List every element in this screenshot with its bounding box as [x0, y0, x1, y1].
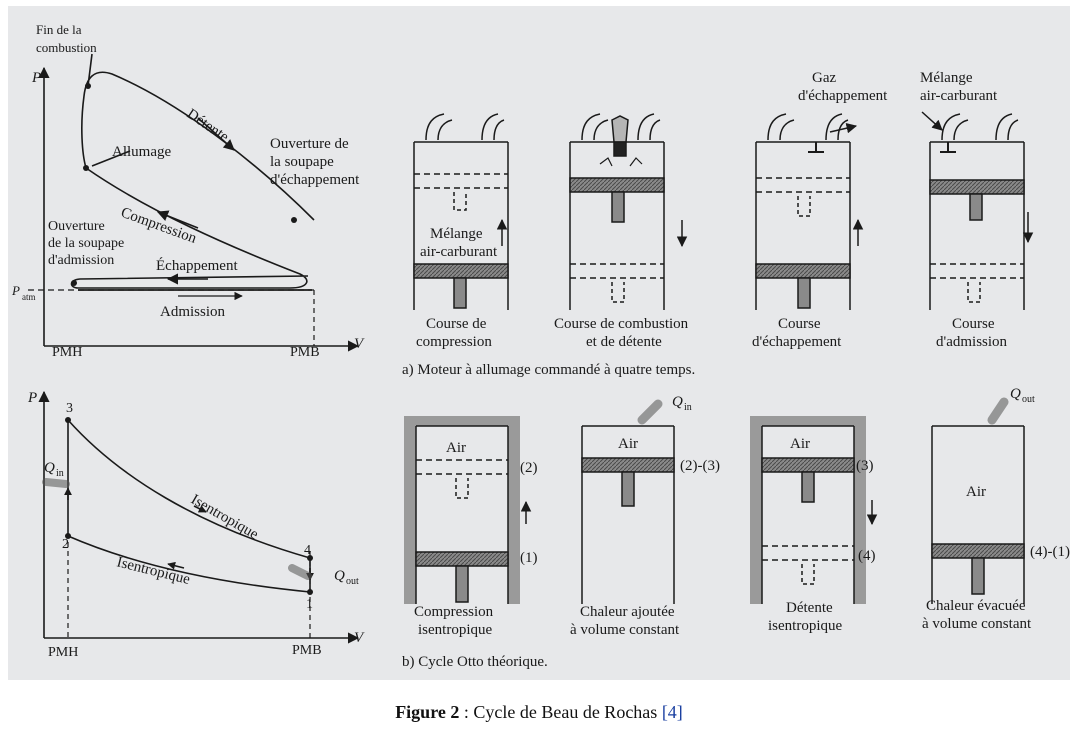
part-b-title: b) Cycle Otto théorique. [402, 654, 548, 670]
state-2: (2) [520, 460, 538, 476]
figure-svg: P V P atm PMH PMB Fin de la combustion D… [11, 22, 1070, 670]
svg-text:de la soupape: de la soupape [48, 236, 124, 251]
admission-label: Admission [160, 304, 226, 320]
svg-text:V: V [354, 630, 365, 646]
stroke-echappement-label: Course [778, 316, 821, 332]
qout-label: Q [334, 568, 345, 584]
melange-top-label: Mélange [920, 70, 973, 86]
air-label-1: Air [446, 440, 466, 456]
pmb-label: PMB [290, 345, 320, 360]
label-chaleur-evacuee: Chaleur évacuée [926, 598, 1026, 614]
svg-text:isentropique: isentropique [418, 622, 492, 638]
patm-sub: atm [22, 292, 36, 302]
label-chaleur-ajoutee: Chaleur ajoutée [580, 604, 675, 620]
svg-text:d'échappement: d'échappement [752, 334, 842, 350]
qout-b-arrow [987, 397, 1009, 425]
cylinder-compression [413, 113, 509, 310]
isentropic-compression [67, 535, 311, 593]
state-3: (3) [856, 458, 874, 474]
pv-top-labels: P V P atm PMH PMB Fin de la combustion D… [11, 22, 365, 360]
pv-bottom-points [65, 417, 313, 595]
svg-text:à volume constant: à volume constant [570, 622, 680, 638]
v-axis-label: V [354, 336, 365, 352]
qout-heat-arrow [288, 564, 312, 580]
otto-b-labels: Air Air Air Air (2) (1) (2)-(3) (3) (4) … [402, 386, 1070, 670]
svg-text:PMB: PMB [292, 643, 322, 658]
pv-diagram-top [28, 53, 360, 352]
engine-strokes-a [413, 111, 1034, 310]
air-label-3: Air [790, 436, 810, 452]
stroke-admission-label: Course [952, 316, 995, 332]
point-4: 4 [304, 543, 311, 558]
air-label-2: Air [618, 436, 638, 452]
svg-text:air-carburant: air-carburant [920, 88, 998, 104]
isentropic-expansion [67, 419, 311, 559]
cylinder-admission [921, 111, 1034, 310]
cylinder-b3 [750, 416, 878, 604]
pv-top-points [71, 83, 297, 286]
part-a-title: a) Moteur à allumage commandé à quatre t… [402, 362, 695, 378]
svg-text:PMH: PMH [48, 645, 78, 660]
svg-text:P: P [27, 390, 37, 406]
state-4: (4) [858, 548, 876, 564]
svg-text:et de détente: et de détente [586, 334, 662, 350]
qin-heat-arrow [42, 478, 70, 488]
pmh-label: PMH [52, 345, 82, 360]
otto-cylinders-b [404, 416, 1025, 604]
ouverture-adm-label: Ouverture [48, 219, 105, 234]
pv-diagram-bottom [38, 390, 360, 644]
gaz-label: Gaz [812, 70, 836, 86]
svg-text:in: in [684, 402, 692, 413]
stroke-compression-label: Course de [426, 316, 487, 332]
qin-label: Q [44, 460, 55, 476]
label-compression-isen: Compression [414, 604, 494, 620]
svg-text:d'échappement: d'échappement [270, 172, 360, 188]
isentropique-lower-label: Isentropique [115, 554, 192, 588]
point-2: 2 [62, 537, 69, 552]
patm-label: P [11, 283, 20, 298]
caption-text: : Cycle de Beau de Rochas [459, 702, 662, 722]
ouverture-echap-label: Ouverture de [270, 136, 349, 152]
svg-text:combustion: combustion [36, 40, 97, 55]
air-label-4: Air [966, 484, 986, 500]
engine-a-labels: Mélange air-carburant Gaz d'échappement … [402, 70, 1008, 378]
svg-text:in: in [56, 468, 64, 479]
qout-b-label: Q [1010, 386, 1021, 402]
svg-text:isentropique: isentropique [768, 618, 842, 634]
svg-text:out: out [1022, 394, 1035, 405]
echappement-label: Échappement [156, 257, 238, 274]
caption-ref-link[interactable]: [4] [661, 702, 683, 722]
p-axis-label: P [31, 70, 41, 86]
state-1: (1) [520, 550, 538, 566]
caption-label: Figure 2 [395, 702, 460, 722]
cylinder-b1 [404, 416, 532, 604]
fin-combustion-label: Fin de la [36, 22, 82, 37]
cylinder-b4 [931, 425, 1025, 604]
state-4-1: (4)-(1) [1030, 544, 1070, 560]
qin-b-arrow [637, 399, 663, 425]
svg-text:à volume constant: à volume constant [922, 616, 1032, 632]
svg-text:d'échappement: d'échappement [798, 88, 888, 104]
svg-text:out: out [346, 576, 359, 587]
figure-caption: Figure 2 : Cycle de Beau de Rochas [4] [0, 702, 1078, 723]
cylinder-combustion [569, 113, 688, 310]
qin-b-label: Q [672, 394, 683, 410]
detente-label: Détente [184, 106, 232, 146]
isentropique-upper-label: Isentropique [188, 492, 261, 544]
svg-text:d'admission: d'admission [936, 334, 1008, 350]
stroke-combustion-label: Course de combustion [554, 316, 689, 332]
cylinder-b2 [581, 425, 675, 604]
svg-text:la soupape: la soupape [270, 154, 334, 170]
label-detente-isen: Détente [786, 600, 833, 616]
textbook-photo: P V P atm PMH PMB Fin de la combustion D… [8, 6, 1070, 680]
svg-text:compression: compression [416, 334, 492, 350]
cylinder-echappement [755, 113, 864, 310]
svg-text:air-carburant: air-carburant [420, 244, 498, 260]
point-1: 1 [306, 597, 313, 612]
state-2-3: (2)-(3) [680, 458, 720, 474]
point-3: 3 [66, 401, 73, 416]
allumage-label: Allumage [112, 144, 171, 160]
melange-inside-label: Mélange [430, 226, 483, 242]
svg-text:d'admission: d'admission [48, 253, 114, 268]
